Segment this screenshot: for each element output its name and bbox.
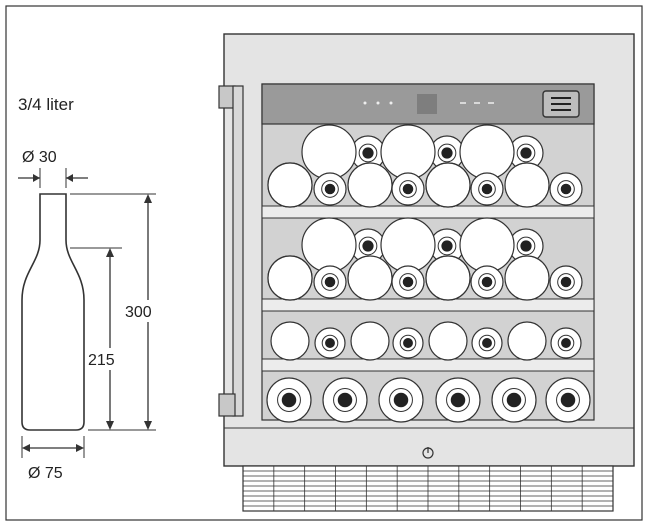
neck-arrowhead-right [66, 174, 73, 182]
height-300-label: 300 [125, 304, 152, 321]
body-diameter-label: Ø 75 [28, 465, 63, 482]
shelf [261, 205, 595, 219]
bottle-neck [471, 327, 503, 359]
bottle-neck [470, 172, 504, 206]
bottle-title: 3/4 liter [18, 95, 74, 114]
shelf [261, 358, 595, 372]
bottle-base [459, 124, 515, 180]
bottle-base [504, 255, 550, 301]
bottle-base [380, 124, 436, 180]
bottle-dimensions: 3/4 liter Ø 30 300 215 Ø 75 [18, 95, 162, 482]
door-handle[interactable] [232, 85, 244, 417]
bottle-neck [545, 377, 591, 423]
bottle-neck [322, 377, 368, 423]
panel-led [363, 101, 367, 105]
height-215-arrow-bottom [106, 421, 114, 430]
handle-bottom-cap [218, 393, 236, 417]
panel-led [389, 101, 393, 105]
bottle-neck [391, 172, 425, 206]
bottle-base [267, 162, 313, 208]
bottle-base [425, 255, 471, 301]
height-300-arrow-top [144, 194, 152, 203]
bottle-base [350, 321, 390, 361]
wine-cabinet [218, 33, 635, 512]
bottle-base [270, 321, 310, 361]
height-215-arrow-top [106, 248, 114, 257]
bottle-base [459, 217, 515, 273]
bottle-neck-back [429, 228, 465, 264]
bottle-base [425, 162, 471, 208]
bottle-neck [470, 265, 504, 299]
height-300-arrow-bottom [144, 421, 152, 430]
height-300-label-bg [124, 300, 162, 322]
menu-icon[interactable] [542, 90, 580, 118]
bottle-neck [314, 327, 346, 359]
bottle-neck [378, 377, 424, 423]
bottle-neck [392, 327, 424, 359]
bottle-base [347, 162, 393, 208]
bottle-neck [549, 265, 583, 299]
outer-frame [5, 5, 643, 521]
bottle-racks [266, 124, 591, 423]
bottle-neck [313, 265, 347, 299]
bottle-neck [549, 172, 583, 206]
bottle-base [347, 255, 393, 301]
bottle-neck-back [350, 135, 386, 171]
bottle-base [380, 217, 436, 273]
body-arrow-left [22, 444, 30, 452]
bottle-neck [435, 377, 481, 423]
bottle-base [507, 321, 547, 361]
body-arrow-right [76, 444, 84, 452]
power-icon[interactable] [422, 447, 434, 459]
neck-arrowhead-left [33, 174, 40, 182]
bottle-neck [491, 377, 537, 423]
bottle-neck [313, 172, 347, 206]
bottle-neck [266, 377, 312, 423]
bottle-base [428, 321, 468, 361]
bottle-base [267, 255, 313, 301]
bottle-neck-back [508, 135, 544, 171]
bottle-base [504, 162, 550, 208]
panel-led [376, 101, 380, 105]
bottle-neck [550, 327, 582, 359]
bottle-outline [21, 193, 85, 431]
neck-diameter-label: Ø 30 [22, 149, 57, 166]
bottle-neck-back [350, 228, 386, 264]
panel-display [417, 94, 437, 114]
bottle-base [301, 217, 357, 273]
ventilation-grille [242, 465, 614, 512]
height-215-label: 215 [88, 352, 115, 369]
height-215-label-bg [87, 348, 125, 370]
shelf [261, 298, 595, 312]
bottle-base [301, 124, 357, 180]
bottle-neck [391, 265, 425, 299]
